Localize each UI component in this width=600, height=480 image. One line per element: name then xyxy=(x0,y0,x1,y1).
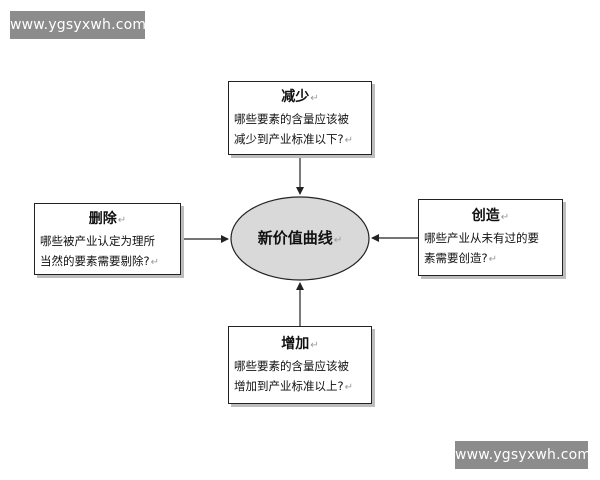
box-create-line2: 素需要创造? xyxy=(424,251,488,265)
paragraph-mark: ↵ xyxy=(344,135,353,146)
box-increase-title-text: 增加 xyxy=(281,336,310,352)
box-delete-line1: 哪些被产业认定为理所 xyxy=(40,234,155,248)
watermark-bottom: www.ygsyxwh.com xyxy=(455,441,591,469)
box-create-title-text: 创造 xyxy=(471,208,500,224)
box-increase-line2: 增加到产业标准以上? xyxy=(234,379,344,393)
box-create-line2-wrap: 素需要创造?↵ xyxy=(419,248,562,270)
paragraph-mark: ↵ xyxy=(310,93,319,104)
paragraph-mark: ↵ xyxy=(500,212,510,223)
box-delete-title-text: 删除 xyxy=(88,211,117,227)
box-reduce-title-text: 减少 xyxy=(281,89,310,105)
paragraph-mark: ↵ xyxy=(333,235,343,246)
box-increase-title: 增加↵ xyxy=(229,334,371,356)
box-reduce-line2-wrap: 减少到产业标准以下?↵ xyxy=(229,129,371,151)
paragraph-mark: ↵ xyxy=(344,382,353,393)
box-delete-line2-wrap: 当然的要素需要剔除?↵ xyxy=(35,251,180,273)
box-create-title: 创造↵ xyxy=(419,206,562,228)
paragraph-mark: ↵ xyxy=(150,257,159,268)
paragraph-mark: ↵ xyxy=(310,340,319,351)
box-create: 创造↵ 哪些产业从未有过的要 素需要创造?↵ xyxy=(418,199,563,276)
center-ellipse xyxy=(230,196,370,281)
watermark-top: www.ygsyxwh.com xyxy=(10,11,146,39)
box-delete-line2: 当然的要素需要剔除? xyxy=(40,254,150,268)
paragraph-mark: ↵ xyxy=(488,254,497,265)
center-label: 新价值曲线↵ xyxy=(230,228,370,251)
box-increase: 增加↵ 哪些要素的含量应该被 增加到产业标准以上?↵ xyxy=(228,326,372,404)
box-reduce-line1: 哪些要素的含量应该被 xyxy=(234,112,349,126)
paragraph-mark: ↵ xyxy=(117,215,127,226)
box-delete-title: 删除↵ xyxy=(35,209,180,231)
box-increase-line1: 哪些要素的含量应该被 xyxy=(234,359,349,373)
box-increase-line2-wrap: 增加到产业标准以上?↵ xyxy=(229,376,371,398)
box-reduce-line2: 减少到产业标准以下? xyxy=(234,132,344,146)
box-delete: 删除↵ 哪些被产业认定为理所 当然的要素需要剔除?↵ xyxy=(34,203,181,275)
box-create-line1: 哪些产业从未有过的要 xyxy=(424,231,539,245)
center-label-text: 新价值曲线 xyxy=(257,229,333,247)
box-reduce-title: 减少↵ xyxy=(229,87,371,109)
box-reduce: 减少↵ 哪些要素的含量应该被 减少到产业标准以下?↵ xyxy=(228,81,372,155)
